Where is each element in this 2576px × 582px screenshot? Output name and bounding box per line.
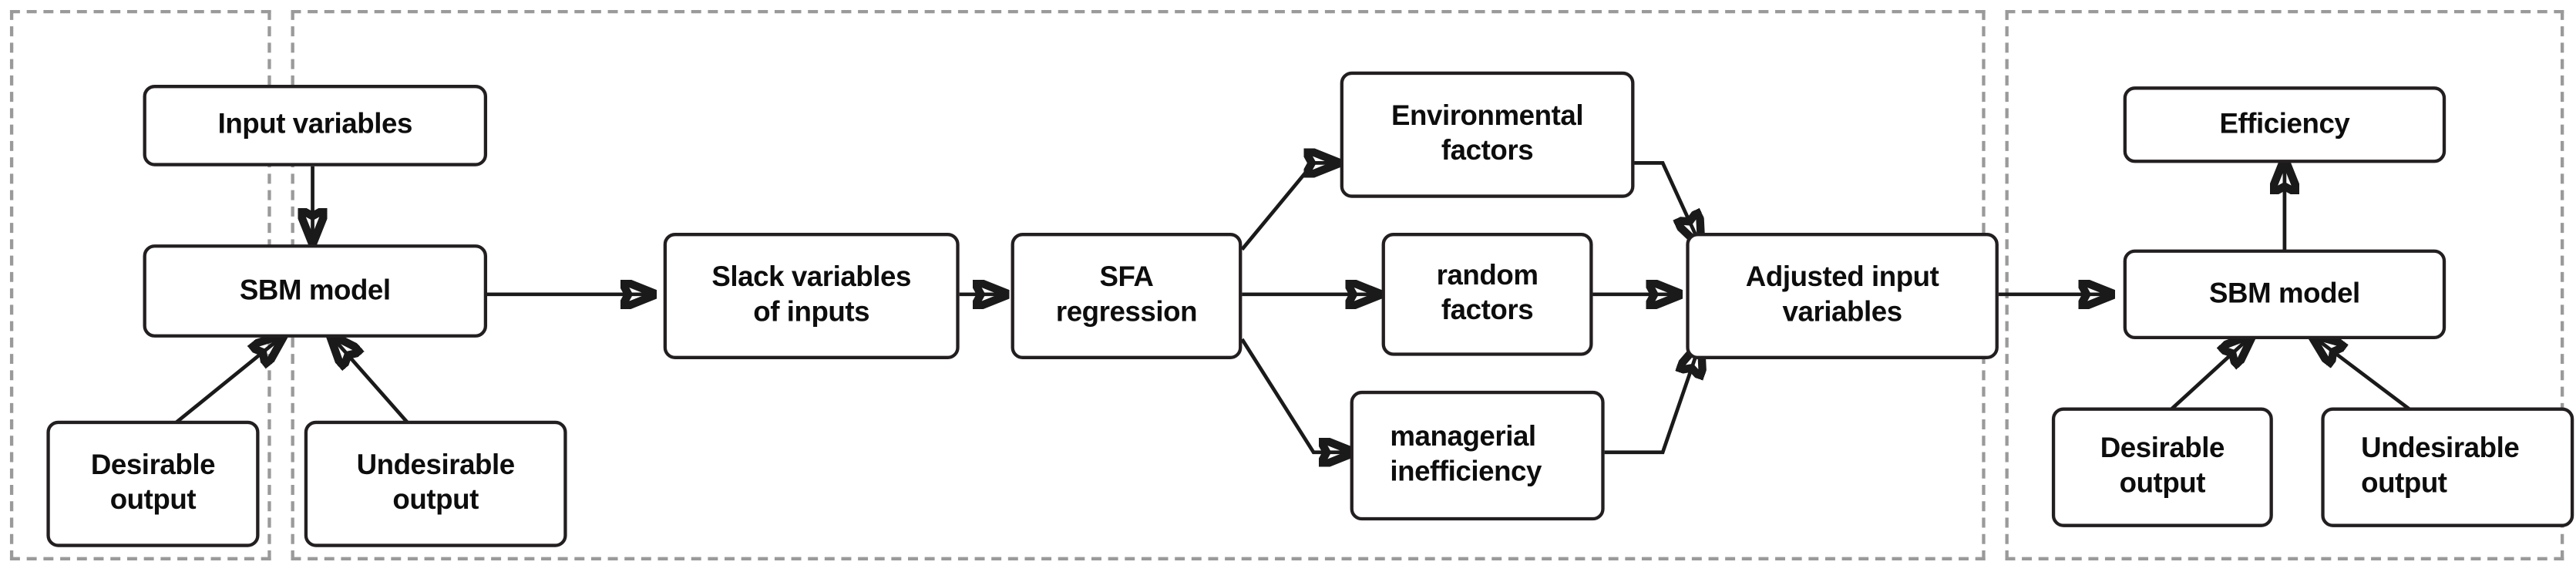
node-sfa-regression-label: SFA regression: [1055, 261, 1198, 328]
node-sbm-model-stage-three[interactable]: SBM model: [2123, 249, 2447, 340]
node-undesirable-output-stage-three[interactable]: Undesirable output: [2321, 407, 2574, 527]
stage-three-panel: [2005, 9, 2564, 560]
node-desirable-output-stage-one-label: Desirable output: [90, 449, 216, 516]
node-slack-variables[interactable]: Slack variables of inputs: [663, 233, 960, 359]
node-input-variables[interactable]: Input variables: [143, 85, 488, 167]
node-sbm-model-stage-three-label: SBM model: [2209, 278, 2360, 310]
node-desirable-output-stage-three-label: Desirable output: [2100, 432, 2225, 500]
node-efficiency[interactable]: Efficiency: [2123, 86, 2447, 163]
node-efficiency-label: Efficiency: [2219, 108, 2350, 140]
node-sfa-regression[interactable]: SFA regression: [1011, 233, 1243, 359]
node-random-factors[interactable]: random factors: [1381, 233, 1593, 356]
node-input-variables-label: Input variables: [217, 109, 413, 141]
node-undesirable-output-stage-three-label: Undesirable output: [2361, 432, 2520, 500]
node-environmental-factors-label: Environmental factors: [1391, 100, 1584, 167]
node-managerial-inefficiency-label: managerial inefficiency: [1390, 421, 1542, 488]
node-desirable-output-stage-one[interactable]: Desirable output: [46, 420, 260, 547]
node-slack-variables-label: Slack variables of inputs: [711, 261, 911, 328]
node-desirable-output-stage-three[interactable]: Desirable output: [2051, 407, 2273, 527]
node-undesirable-output-stage-one[interactable]: Undesirable output: [304, 420, 567, 547]
node-adjusted-input-variables-label: Adjusted input variables: [1745, 261, 1939, 328]
node-environmental-factors[interactable]: Environmental factors: [1340, 71, 1635, 198]
node-sbm-model-stage-one[interactable]: SBM model: [143, 244, 488, 338]
node-undesirable-output-stage-one-label: Undesirable output: [356, 449, 516, 516]
node-sbm-model-stage-one-label: SBM model: [239, 274, 391, 306]
node-adjusted-input-variables[interactable]: Adjusted input variables: [1686, 233, 1999, 359]
node-managerial-inefficiency[interactable]: managerial inefficiency: [1350, 390, 1605, 521]
node-random-factors-label: random factors: [1436, 260, 1539, 326]
